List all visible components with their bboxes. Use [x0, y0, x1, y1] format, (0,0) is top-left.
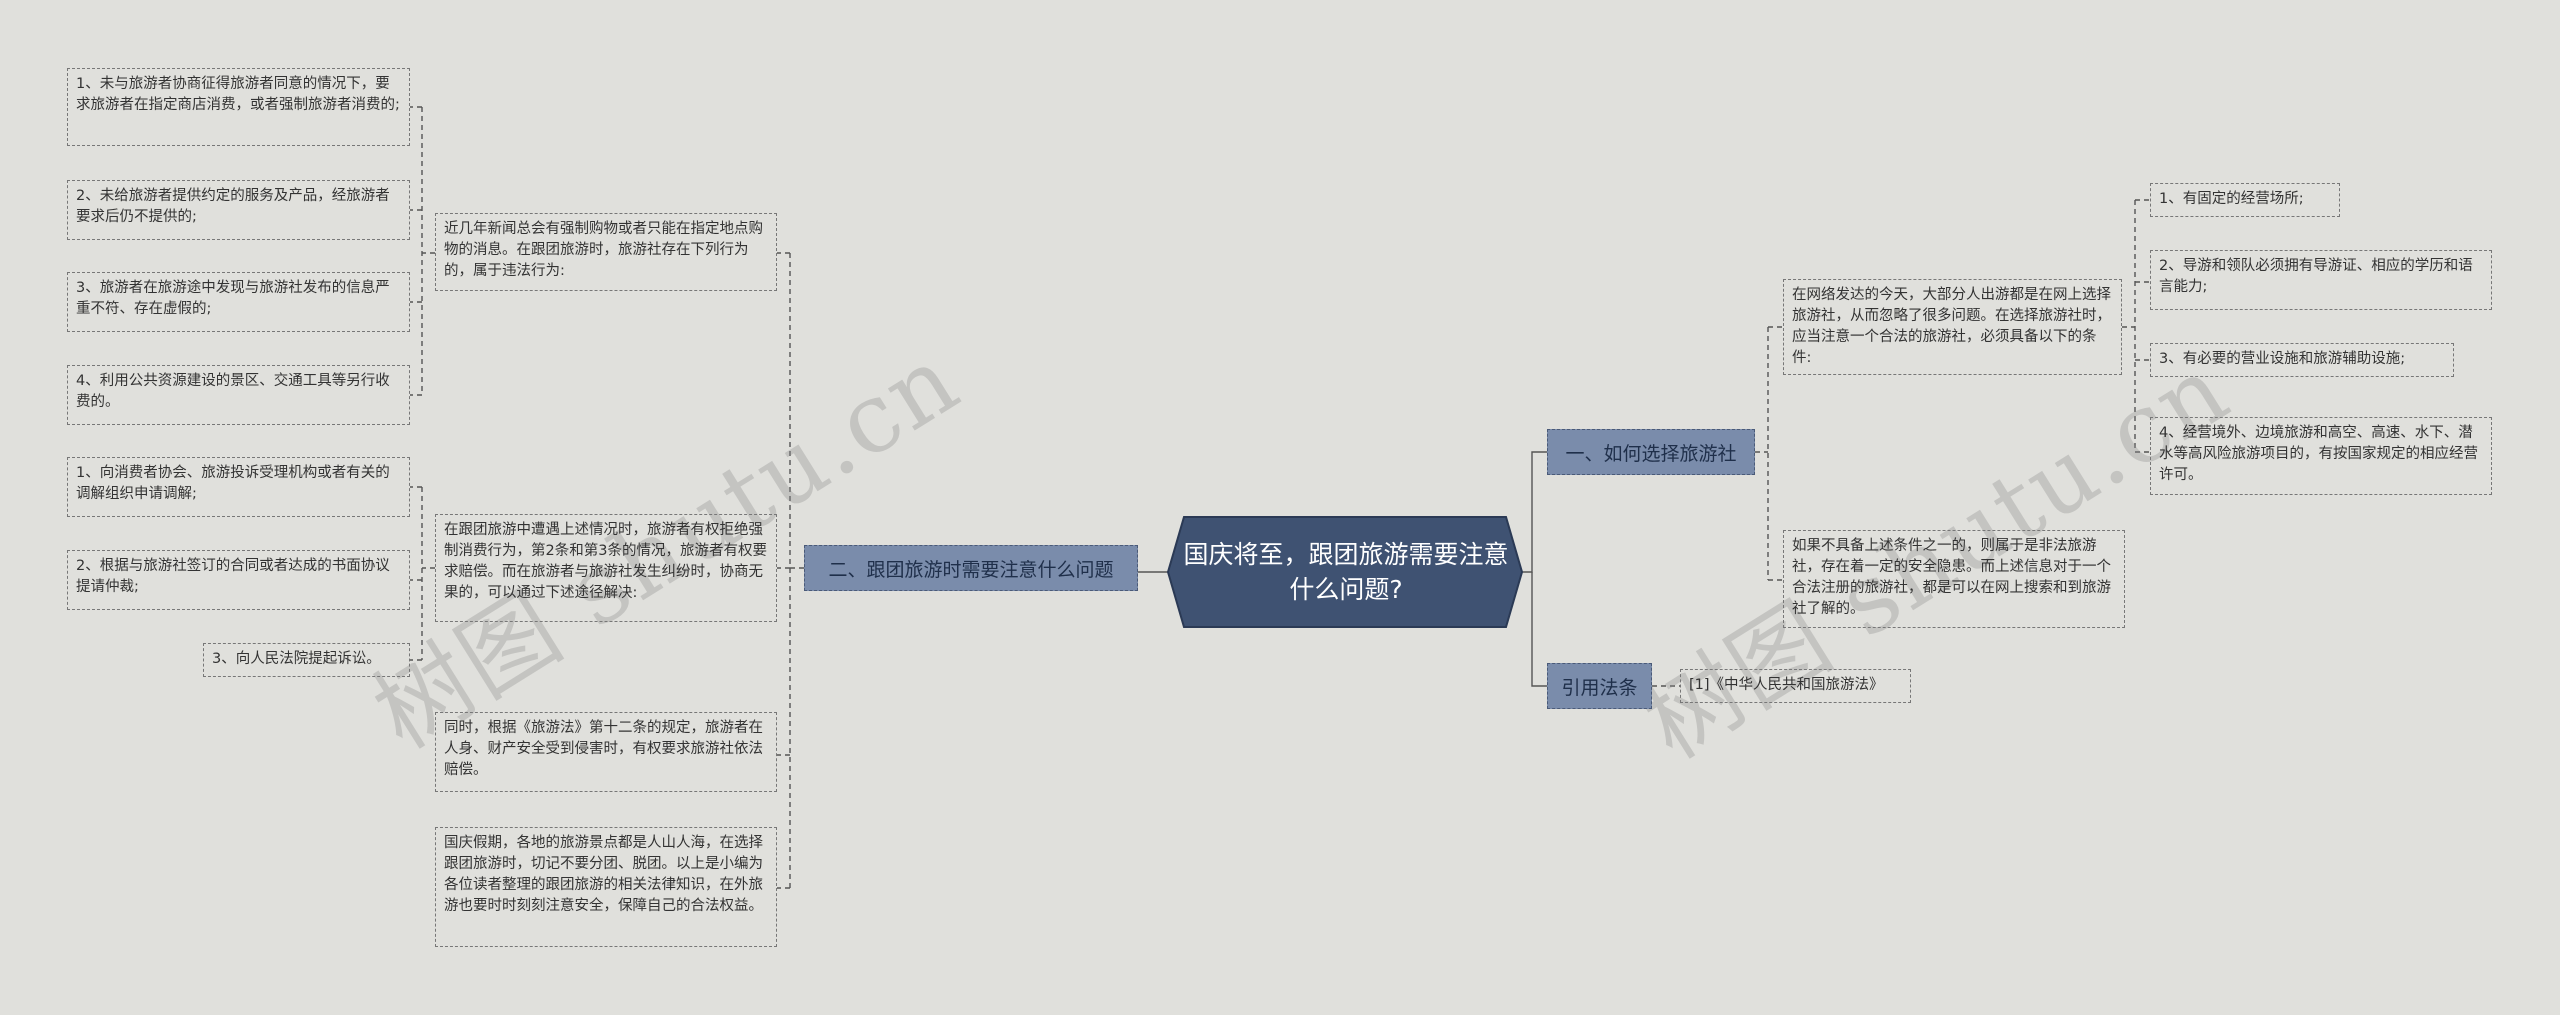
violation-item: 2、未给旅游者提供约定的服务及产品，经旅游者要求后仍不提供的;: [67, 180, 410, 240]
condition-item: 3、有必要的营业设施和旅游辅助设施;: [2150, 343, 2454, 377]
choose-warning-text: 如果不具备上述条件之一的，则属于是非法旅游社，存在着一定的安全隐患。而上述信息对…: [1783, 530, 2125, 628]
safety-text: 同时，根据《旅游法》第十二条的规定，旅游者在人身、财产安全受到侵害时，有权要求旅…: [435, 712, 777, 792]
condition-item: 1、有固定的经营场所;: [2150, 183, 2340, 217]
remedy-item: 1、向消费者协会、旅游投诉受理机构或者有关的调解组织申请调解;: [67, 457, 410, 517]
root-node-shape: [1166, 516, 1524, 628]
choose-intro-text: 在网络发达的今天，大部分人出游都是在网上选择旅游社，从而忽略了很多问题。在选择旅…: [1783, 279, 2122, 375]
violation-item: 1、未与旅游者协商征得旅游者同意的情况下，要求旅游者在指定商店消费，或者强制旅游…: [67, 68, 410, 146]
dispute-text: 在跟团旅游中遭遇上述情况时，旅游者有权拒绝强制消费行为，第2条和第3条的情况，旅…: [435, 514, 777, 622]
root-node[interactable]: 国庆将至，跟团旅游需要注意什么问题?: [1183, 540, 1509, 604]
branch-how-to-choose[interactable]: 一、如何选择旅游社: [1547, 429, 1755, 475]
violation-item: 4、利用公共资源建设的景区、交通工具等另行收费的。: [67, 365, 410, 425]
condition-item: 2、导游和领队必须拥有导游证、相应的学历和语言能力;: [2150, 250, 2492, 310]
branch-law-reference[interactable]: 引用法条: [1547, 663, 1652, 709]
remedy-item: 2、根据与旅游社签订的合同或者达成的书面协议提请仲裁;: [67, 550, 410, 610]
violation-item: 3、旅游者在旅游途中发现与旅游社发布的信息严重不符、存在虚假的;: [67, 272, 410, 332]
shopping-text: 近几年新闻总会有强制购物或者只能在指定地点购物的消息。在跟团旅游时，旅游社存在下…: [435, 213, 777, 291]
condition-item: 4、经营境外、边境旅游和高空、高速、水下、潜水等高风险旅游项目的，有按国家规定的…: [2150, 417, 2492, 495]
law-reference-item: [1]《中华人民共和国旅游法》: [1680, 669, 1911, 703]
summary-text: 国庆假期，各地的旅游景点都是人山人海，在选择跟团旅游时，切记不要分团、脱团。以上…: [435, 827, 777, 947]
remedy-item: 3、向人民法院提起诉讼。: [203, 643, 410, 677]
branch-group-tour-notes[interactable]: 二、跟团旅游时需要注意什么问题: [804, 545, 1138, 591]
